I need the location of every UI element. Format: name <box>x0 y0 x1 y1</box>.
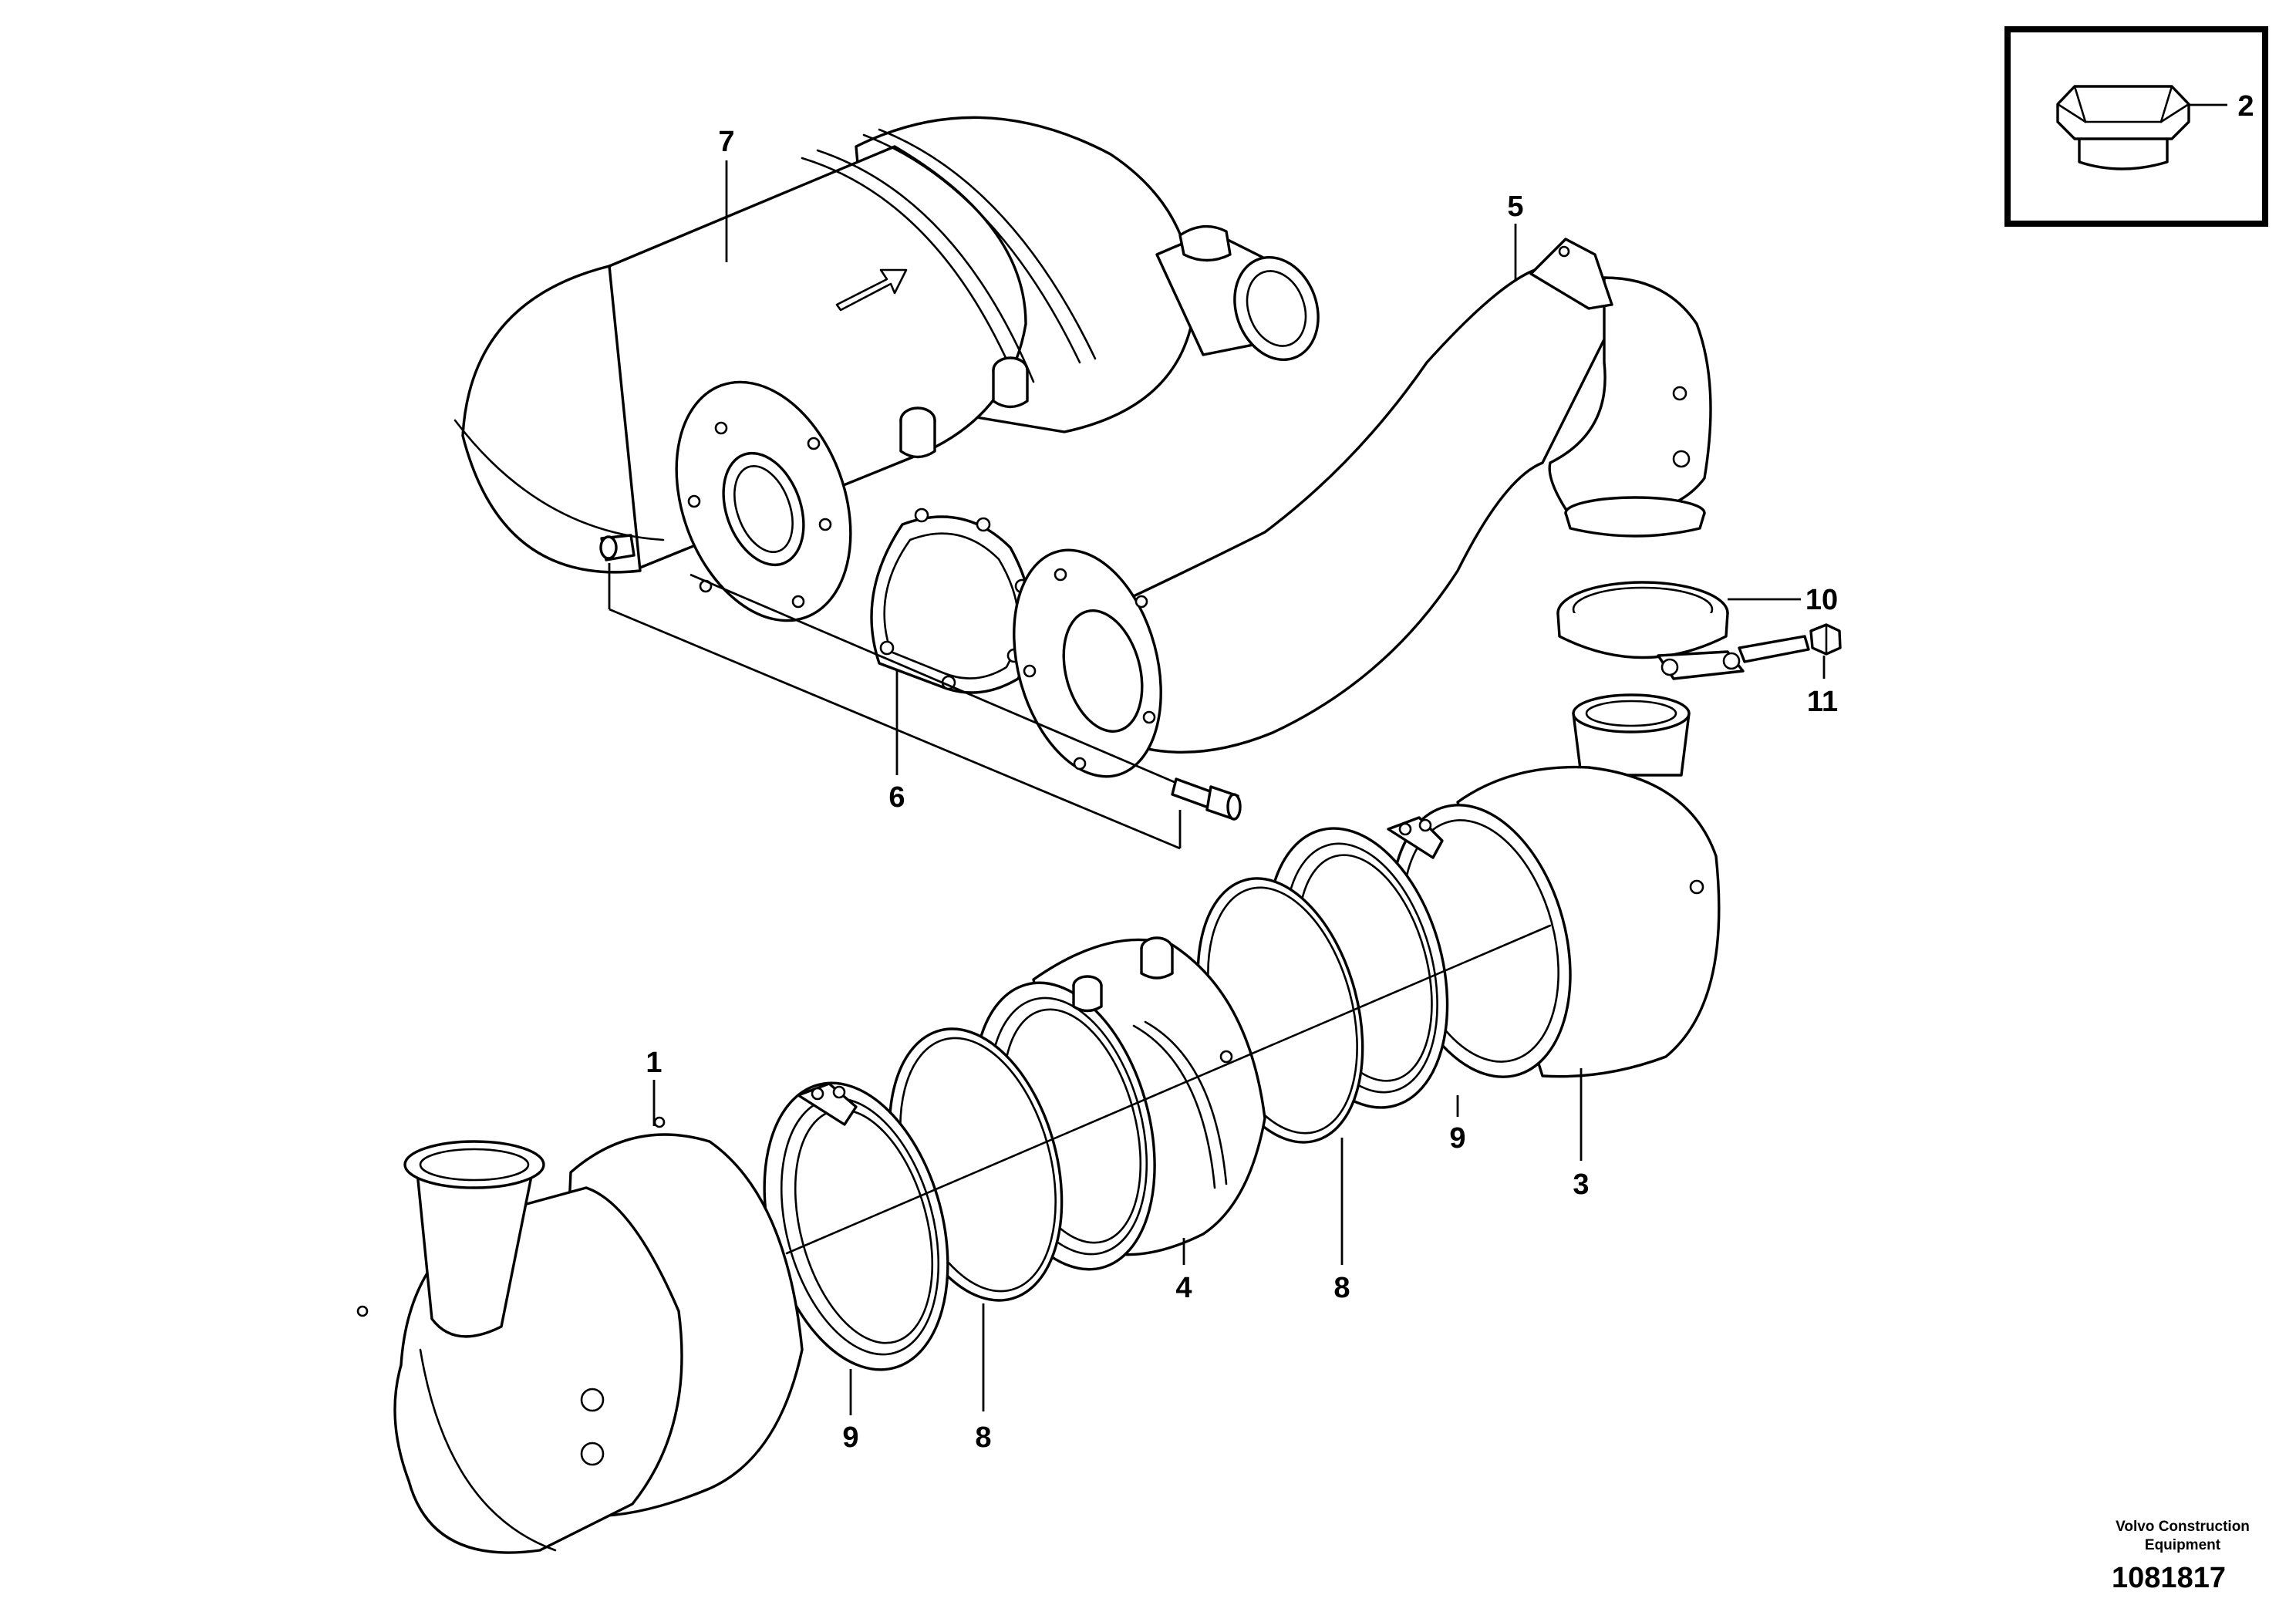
bolt-screw <box>1171 777 1242 821</box>
callout-10: 10 <box>1805 584 1838 616</box>
callout-3: 3 <box>1573 1168 1589 1201</box>
credit-line-1: Volvo Construction <box>2116 1519 2250 1535</box>
assembly-axis <box>785 924 1552 1255</box>
callout-8-upper: 8 <box>1333 1272 1350 1304</box>
callout-11: 11 <box>1807 686 1838 718</box>
callout-9-upper: 9 <box>1449 1122 1465 1155</box>
callout-6: 6 <box>888 781 905 814</box>
pipe-part-5 <box>1013 238 1712 778</box>
clamp-part-9-lower <box>763 1081 949 1371</box>
credit-block: Volvo Construction Equipment 1081817 <box>2112 1519 2250 1594</box>
callouts: 7 5 2 10 11 6 1 9 3 4 8 9 8 <box>646 90 2254 1454</box>
callout-4: 4 <box>1175 1272 1192 1304</box>
inset-box <box>2004 26 2268 227</box>
nut-part-11 <box>1809 623 1842 656</box>
muffler-part-7 <box>453 116 1320 622</box>
callout-7: 7 <box>718 126 734 158</box>
clamp-part-10 <box>1556 581 1810 680</box>
callout-1: 1 <box>646 1047 662 1079</box>
leader-lines <box>608 160 1826 1415</box>
callout-9-lower: 9 <box>842 1421 858 1454</box>
callout-2: 2 <box>2237 90 2254 123</box>
callout-8-lower: 8 <box>975 1421 991 1454</box>
credit-line-2: Equipment <box>2145 1537 2221 1553</box>
plug-part-2 <box>2056 85 2190 170</box>
callout-5: 5 <box>1507 191 1523 223</box>
reference-number: 1081817 <box>2112 1562 2226 1594</box>
gasket-part-6 <box>870 508 1033 694</box>
inlet-canister-part-1 <box>356 1116 804 1554</box>
